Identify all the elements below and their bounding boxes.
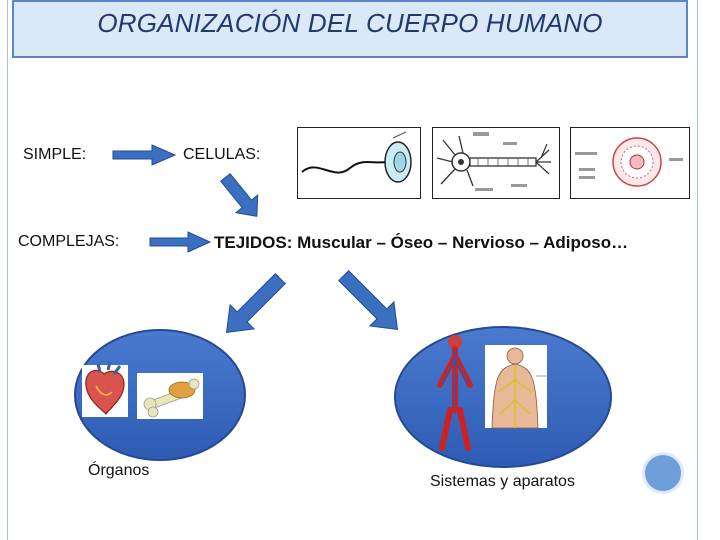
tejidos-label: TEJIDOS: Muscular – Óseo – Nervioso – Ad… — [214, 233, 629, 252]
left-border-line — [7, 0, 8, 540]
arrow-simple-to-celulas — [112, 144, 177, 166]
simple-label: SIMPLE: — [23, 146, 87, 163]
right-border-line — [697, 0, 698, 540]
celulas-label: CELULAS: — [183, 146, 261, 163]
nervous-system-image — [485, 345, 547, 429]
page-title: ORGANIZACIÓN DEL CUERPO HUMANO — [97, 8, 603, 38]
cell-diagram-image — [570, 127, 690, 199]
arrow-tejidos-to-organos — [225, 273, 286, 334]
organos-label: Órganos — [88, 462, 150, 479]
sistemas-label: Sistemas y aparatos — [430, 473, 575, 490]
title-banner: ORGANIZACIÓN DEL CUERPO HUMANO — [12, 0, 688, 58]
circulatory-system-image — [437, 335, 473, 451]
arrow-tejidos-to-sistemas — [338, 270, 399, 331]
neuron-image — [432, 127, 560, 199]
bone-image — [137, 373, 203, 419]
heart-image — [82, 361, 128, 417]
arrow-celulas-to-tejidos — [220, 172, 259, 217]
arrow-complejas-to-tejidos — [149, 231, 212, 253]
sperm-cell-image — [297, 127, 421, 199]
complejas-label: COMPLEJAS: — [18, 233, 120, 250]
slide-decoration-dot — [642, 452, 684, 494]
